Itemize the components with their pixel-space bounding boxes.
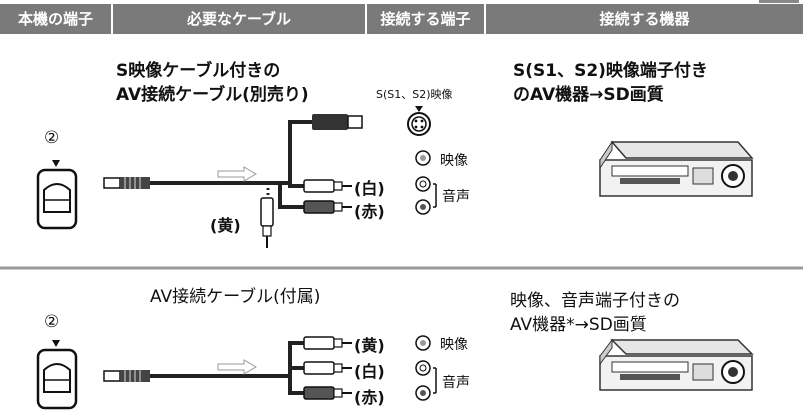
s-video-plug-icon bbox=[312, 114, 363, 130]
mini-plug-icon bbox=[103, 177, 150, 189]
jack-label-video: 映像 bbox=[440, 153, 468, 169]
red-branch bbox=[278, 183, 304, 209]
rca-plug-white-icon-2 bbox=[303, 361, 352, 375]
red-branch-2 bbox=[280, 374, 304, 395]
cable-name-line1-2: AV接続ケーブル(付属) bbox=[150, 287, 321, 307]
cable-name-line2: AV接続ケーブル(別売り) bbox=[116, 85, 309, 105]
audio-jack-red-icon-2 bbox=[415, 385, 431, 401]
port-number-2: ② bbox=[44, 312, 60, 332]
jack-label-audio-2: 音声 bbox=[442, 375, 470, 391]
mini-plug-icon-2 bbox=[103, 370, 150, 382]
rca-plug-red-icon-2 bbox=[303, 386, 352, 400]
rca-plug-yellow-icon-2 bbox=[303, 336, 352, 350]
device-line2-2: AV機器*→SD画質 bbox=[510, 315, 647, 335]
s-video-jack-icon bbox=[407, 106, 431, 136]
device-line2: のAV機器→SD画質 bbox=[513, 85, 664, 105]
plug-label-yellow: (黄) bbox=[210, 216, 241, 235]
rca-plug-red-icon bbox=[303, 200, 352, 214]
device-line1: S(S1、S2)映像端子付き bbox=[513, 61, 708, 81]
header-device: 接続する機器 bbox=[486, 4, 803, 34]
video-jack-icon bbox=[415, 150, 431, 166]
rca-plug-yellow-icon bbox=[260, 197, 274, 248]
video-jack-icon-2 bbox=[415, 335, 431, 351]
jack-label-video-2: 映像 bbox=[440, 337, 468, 353]
audio-jack-white-icon bbox=[415, 176, 431, 192]
plug-label-red: (赤) bbox=[354, 202, 385, 221]
plug-label-white-2: (白) bbox=[354, 362, 385, 381]
cable-name-line1: S映像ケーブル付きの bbox=[116, 61, 281, 81]
camcorder-port-icon bbox=[36, 160, 78, 230]
audio-jack-white-icon-2 bbox=[415, 360, 431, 376]
jack-label-audio: 音声 bbox=[442, 189, 470, 205]
signal-arrow-icon bbox=[217, 166, 257, 182]
audio-jack-red-icon bbox=[415, 199, 431, 215]
header-terminal: 接続する端子 bbox=[367, 4, 484, 34]
plug-label-yellow-2: (黄) bbox=[354, 336, 385, 355]
s-video-terminal-label: S(S1、S2)映像 bbox=[376, 88, 453, 101]
plug-label-white: (白) bbox=[354, 179, 385, 198]
white-branch bbox=[268, 181, 304, 188]
table-header: 本機の端子 必要なケーブル 接続する端子 接続する機器 bbox=[0, 4, 803, 34]
vcr-device-icon-2 bbox=[599, 338, 754, 391]
signal-arrow-icon-2 bbox=[217, 359, 257, 375]
rca-plug-white-icon bbox=[303, 179, 352, 193]
camcorder-port-icon-2 bbox=[36, 340, 78, 410]
plug-label-red-2: (赤) bbox=[354, 388, 385, 407]
vcr-device-icon bbox=[599, 140, 754, 197]
top-right-mark-graphic bbox=[759, 0, 799, 3]
top-right-mark bbox=[759, 0, 799, 4]
header-port: 本機の端子 bbox=[0, 4, 111, 34]
device-line1-2: 映像、音声端子付きの bbox=[510, 291, 680, 311]
port-number: ② bbox=[44, 128, 60, 148]
s-video-branch bbox=[268, 120, 312, 185]
header-cable: 必要なケーブル bbox=[113, 4, 365, 34]
